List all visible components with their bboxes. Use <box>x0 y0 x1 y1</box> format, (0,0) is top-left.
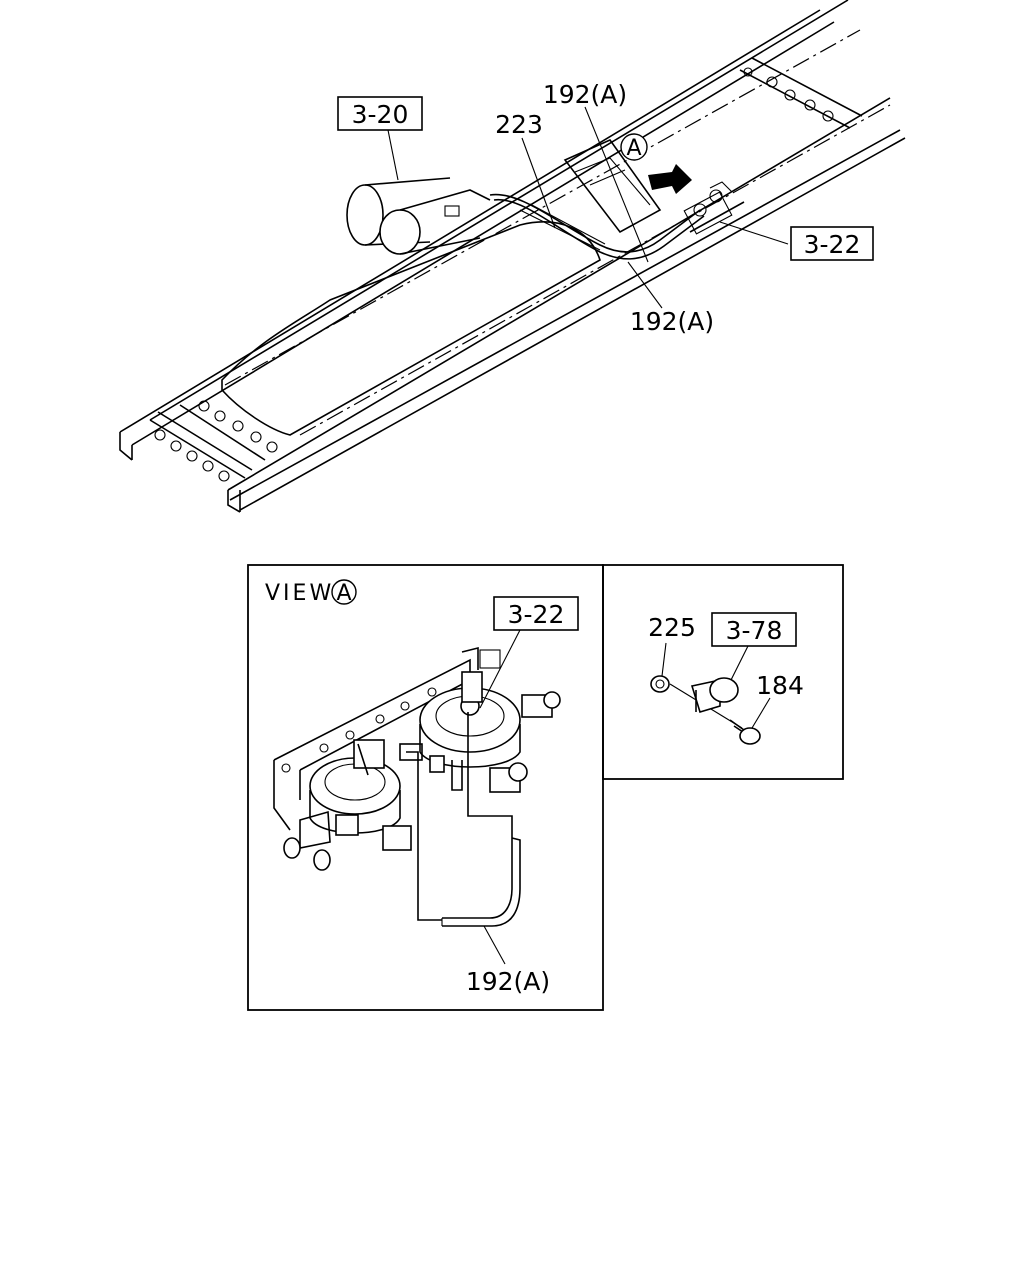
svg-text:3-20: 3-20 <box>352 100 409 129</box>
clamp-3-78 <box>690 677 739 713</box>
svg-text:A: A <box>336 581 351 606</box>
mounting-bracket <box>273 646 501 831</box>
callout-3-22-view[interactable]: 3-22 <box>493 596 579 631</box>
callout-225[interactable]: 225 <box>648 613 696 642</box>
cross-member-holes <box>154 400 278 482</box>
svg-text:VIEW: VIEW <box>265 581 334 606</box>
detail-panel <box>602 564 844 780</box>
callout-192a-view[interactable]: 192(A) <box>466 967 550 996</box>
view-a-title: VIEW A <box>265 579 357 606</box>
bolt-184 <box>729 719 761 745</box>
callout-184[interactable]: 184 <box>756 671 804 700</box>
callout-3-22-top[interactable]: 3-22 <box>790 226 874 261</box>
top-leader-lines <box>387 106 789 309</box>
callout-223[interactable]: 223 <box>495 110 543 139</box>
relay-valve-right <box>419 671 561 793</box>
svg-text:A: A <box>626 136 641 161</box>
valve-cluster-small <box>683 181 745 235</box>
pipe-routing <box>489 193 705 260</box>
callout-192a-top[interactable]: 192(A) <box>543 80 627 109</box>
svg-text:3-22: 3-22 <box>804 230 861 259</box>
relay-valve-left <box>283 739 423 871</box>
view-a-panel <box>247 564 604 1011</box>
view-direction-arrow <box>648 164 692 194</box>
nut-225 <box>650 675 670 693</box>
rear-cross-member-holes <box>743 67 834 122</box>
callout-3-20[interactable]: 3-20 <box>337 96 423 131</box>
svg-text:3-22: 3-22 <box>508 600 565 629</box>
svg-text:3-78: 3-78 <box>726 616 783 645</box>
hose-192a <box>406 712 521 927</box>
tank-illustration <box>346 177 491 255</box>
chassis-frame-illustration <box>119 0 906 513</box>
view-a-leader-lines <box>479 629 521 965</box>
view-marker-a: A <box>620 133 648 161</box>
callout-3-78[interactable]: 3-78 <box>711 612 797 647</box>
callout-192a-bottom[interactable]: 192(A) <box>630 307 714 336</box>
